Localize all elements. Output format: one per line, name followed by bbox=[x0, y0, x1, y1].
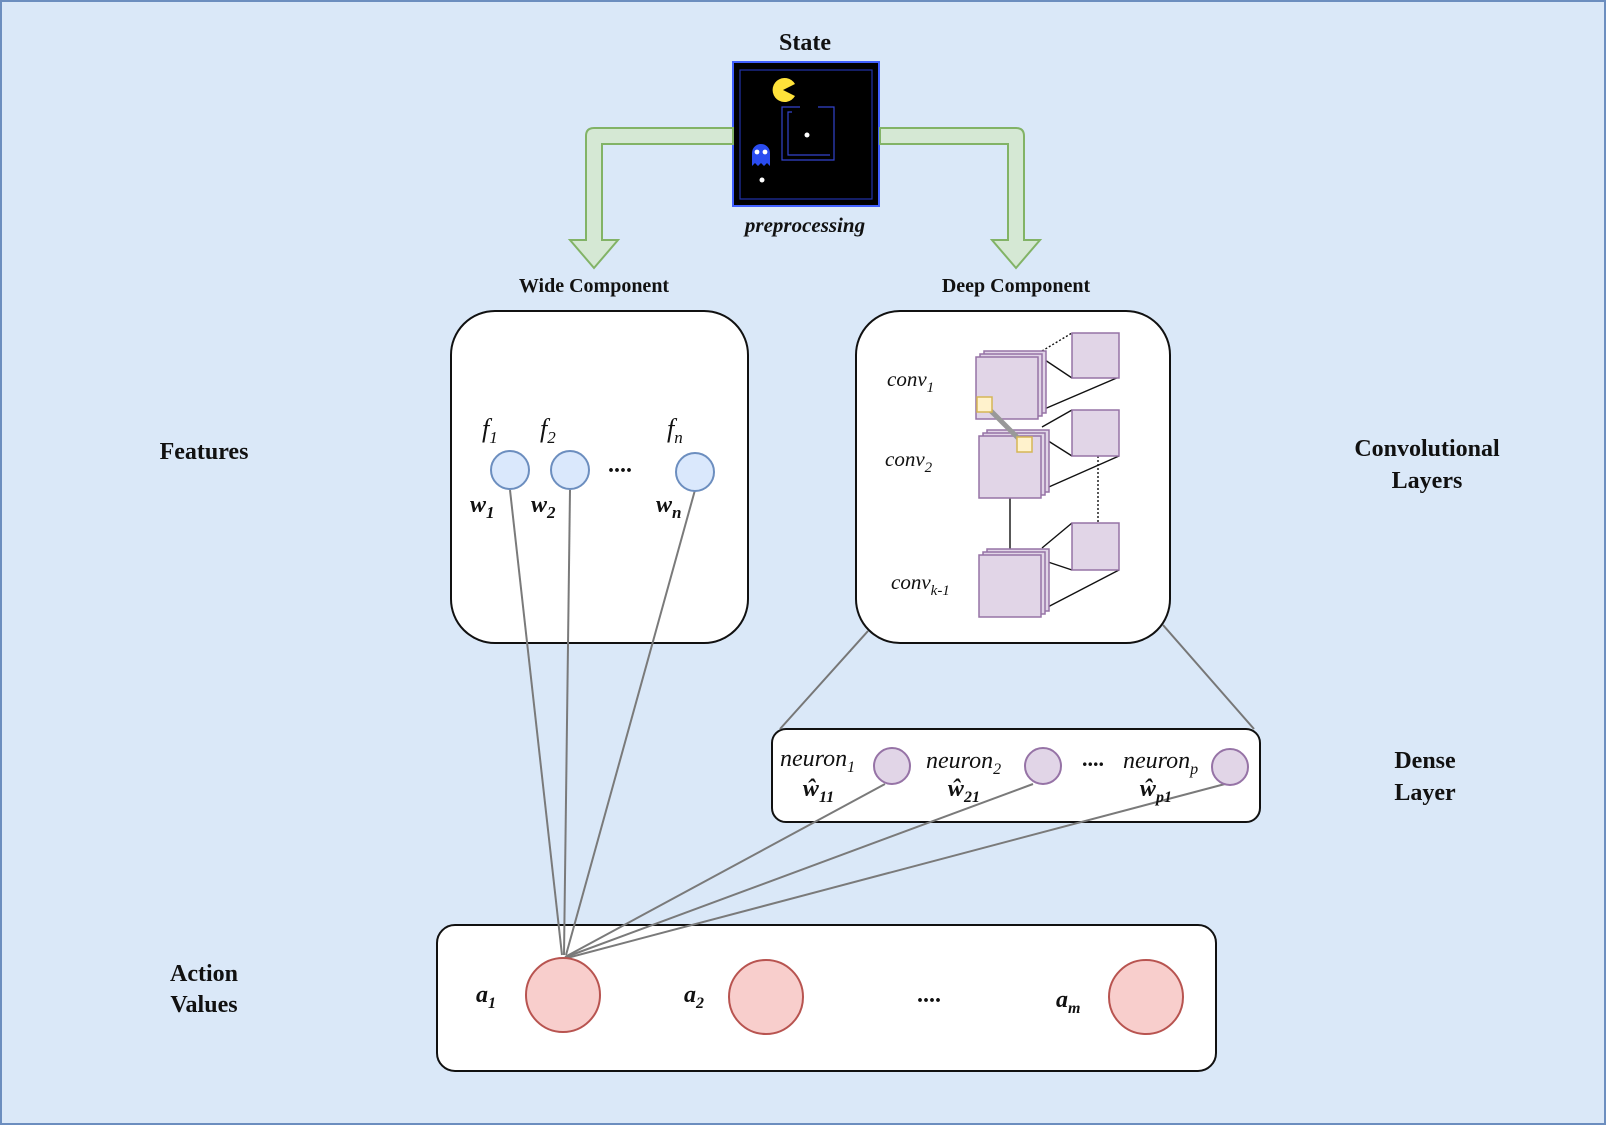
connection-neuronp-a1 bbox=[566, 783, 1226, 959]
neuron-label: neuron2 bbox=[926, 748, 1001, 778]
neuron-node bbox=[873, 747, 911, 785]
wide-branch-arrow bbox=[567, 127, 734, 270]
deep-component-title: Deep Component bbox=[942, 275, 1091, 297]
action-node bbox=[1108, 959, 1184, 1035]
conv-label-k-1: convk-1 bbox=[891, 570, 950, 599]
neuron-label: neuronp bbox=[1123, 748, 1198, 778]
conv-label-1: conv1 bbox=[887, 367, 934, 396]
neuron-weight: ŵ11 bbox=[802, 776, 834, 806]
feature-weight: wn bbox=[656, 492, 681, 522]
dense-neuron-p: neuronp ŵp1 bbox=[1123, 748, 1249, 806]
connection-f1-a1 bbox=[509, 489, 563, 956]
feature-label: f1 bbox=[482, 414, 498, 447]
dense-neuron-1: neuron1 ŵ11 bbox=[780, 746, 911, 806]
connection-f2-a1 bbox=[563, 489, 571, 956]
neuron-weight: ŵ21 bbox=[947, 776, 980, 806]
deep-branch-arrow bbox=[879, 127, 1043, 270]
connection-neuron1-a1 bbox=[564, 783, 886, 958]
feature-label: fn bbox=[667, 414, 683, 447]
dense-layer-box bbox=[771, 728, 1261, 823]
features-label: Features bbox=[160, 439, 249, 465]
weight-connections bbox=[509, 489, 1226, 959]
feature-weight: w2 bbox=[531, 492, 556, 522]
feature-fn: fn wn bbox=[656, 414, 715, 522]
feature-node bbox=[675, 452, 715, 492]
neuron-node bbox=[1024, 747, 1062, 785]
action-a2: a2 bbox=[684, 959, 804, 1035]
feature-node bbox=[490, 450, 530, 490]
deep-to-dense-zoom-left bbox=[779, 630, 869, 730]
connection-neuron2-a1 bbox=[565, 783, 1034, 958]
action-a1: a1 bbox=[476, 957, 601, 1033]
action-am: am bbox=[1056, 959, 1184, 1035]
action-values-box bbox=[436, 924, 1217, 1072]
conv-layers-label-line1: Convolutional bbox=[1354, 436, 1500, 462]
pacman-state-image bbox=[732, 61, 880, 207]
neuron-ellipsis: .... bbox=[1082, 746, 1104, 771]
action-label: a1 bbox=[476, 982, 496, 1012]
state-title: State bbox=[779, 30, 831, 56]
action-node bbox=[728, 959, 804, 1035]
state-caption: preprocessing bbox=[743, 213, 865, 237]
feature-weight: w1 bbox=[470, 492, 495, 522]
action-node bbox=[525, 957, 601, 1033]
feature-node bbox=[550, 450, 590, 490]
dense-layer-label-line1: Dense bbox=[1394, 748, 1456, 774]
feature-ellipsis: .... bbox=[608, 452, 632, 478]
action-label: am bbox=[1056, 987, 1080, 1017]
feature-label: f2 bbox=[540, 414, 556, 447]
conv-label-2: conv2 bbox=[885, 447, 933, 476]
action-label: a2 bbox=[684, 982, 704, 1012]
wide-component-title: Wide Component bbox=[519, 275, 670, 297]
neuron-weight: ŵp1 bbox=[1139, 776, 1172, 806]
feature-f2: f2 w2 bbox=[531, 414, 590, 522]
dense-layer-label-line2: Layer bbox=[1394, 780, 1456, 806]
feature-f1: f1 w1 bbox=[470, 414, 530, 522]
action-values-label-line2: Values bbox=[170, 992, 237, 1018]
wide-component-box bbox=[450, 310, 749, 644]
conv-layers-label-line2: Layers bbox=[1392, 468, 1463, 494]
action-values-label-line1: Action bbox=[170, 961, 238, 987]
pacman-icon bbox=[772, 77, 795, 102]
connection-fn-a1 bbox=[565, 489, 696, 956]
ghost-icon bbox=[752, 144, 770, 166]
deep-to-dense-zoom-right bbox=[1162, 624, 1255, 730]
kernel-square-icon bbox=[976, 396, 993, 413]
conv-stack-graphic bbox=[975, 332, 1120, 618]
dense-neuron-2: neuron2 ŵ21 bbox=[926, 747, 1062, 806]
neuron-label: neuron1 bbox=[780, 746, 855, 776]
kernel-square-icon bbox=[1016, 436, 1033, 453]
action-ellipsis: .... bbox=[917, 982, 941, 1008]
neuron-node bbox=[1211, 748, 1249, 786]
